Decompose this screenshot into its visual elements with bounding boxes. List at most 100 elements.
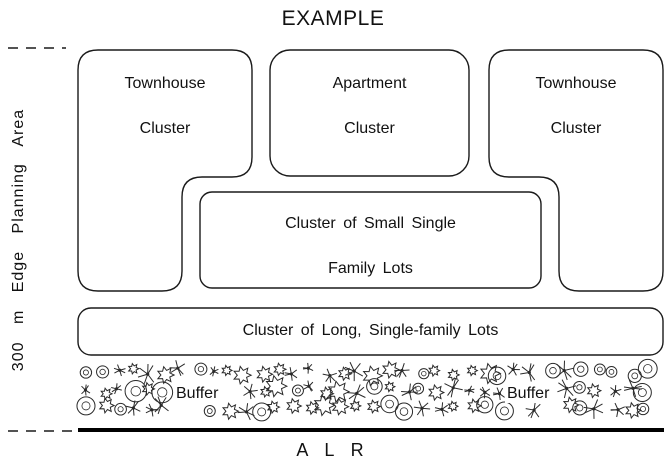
shrub-3 bbox=[96, 365, 110, 379]
shrub-96 bbox=[636, 402, 650, 416]
shrub-47 bbox=[349, 399, 362, 413]
shrub-54 bbox=[394, 363, 410, 378]
shrub-5 bbox=[98, 397, 116, 414]
townhouse-left-line1: Townhouse bbox=[124, 75, 206, 92]
small-single-family-label: Cluster of Small Single Family Lots bbox=[200, 214, 541, 279]
shrub-39 bbox=[322, 368, 337, 383]
buffer-label-right: Buffer bbox=[505, 385, 552, 403]
shrub-63 bbox=[447, 368, 461, 382]
edge-planning-area-label: 300 m Edge Planning Area bbox=[10, 108, 27, 372]
alr-label: A L R bbox=[296, 440, 370, 460]
shrub-71 bbox=[476, 396, 494, 414]
small-single-line1: Cluster of Small Single bbox=[285, 215, 456, 232]
long-single-family-label: Cluster of Long, Single-family Lots bbox=[78, 321, 663, 341]
shrub-33 bbox=[284, 367, 298, 381]
shrub-60 bbox=[428, 364, 441, 378]
shrub-90 bbox=[610, 402, 626, 418]
townhouse-right-line2: Cluster bbox=[550, 120, 602, 137]
shrub-88 bbox=[605, 365, 618, 378]
long-single-line1: Cluster of Long, Single-family Lots bbox=[242, 322, 499, 339]
shrub-10 bbox=[124, 379, 148, 403]
shrub-32 bbox=[266, 400, 281, 415]
shrub-38 bbox=[305, 400, 320, 416]
shrub-16 bbox=[151, 381, 174, 404]
shrub-36 bbox=[302, 362, 314, 374]
shrub-91 bbox=[627, 368, 642, 383]
shrub-14 bbox=[145, 403, 159, 417]
shrub-59 bbox=[413, 400, 431, 417]
shrub-85 bbox=[593, 363, 606, 376]
shrub-30 bbox=[273, 362, 288, 377]
long-single-family-cluster-shape bbox=[77, 307, 664, 356]
shrub-25 bbox=[243, 383, 258, 400]
shrub-49 bbox=[366, 378, 383, 395]
buffer-label-left: Buffer bbox=[174, 385, 221, 403]
shrub-77 bbox=[525, 401, 541, 419]
shrub-53 bbox=[380, 394, 399, 414]
shrub-74 bbox=[495, 401, 514, 421]
shrub-80 bbox=[557, 379, 577, 399]
shrub-19 bbox=[194, 362, 208, 376]
shrub-89 bbox=[610, 385, 622, 398]
shrub-20 bbox=[209, 366, 219, 377]
shrub-31 bbox=[265, 374, 289, 398]
shrub-2 bbox=[76, 396, 96, 416]
apartment-cluster-shape bbox=[269, 49, 470, 177]
shrub-8 bbox=[114, 402, 127, 416]
shrub-12 bbox=[137, 363, 155, 384]
shrub-46 bbox=[347, 384, 366, 403]
shrub-86 bbox=[586, 382, 603, 399]
shrub-48 bbox=[362, 365, 384, 387]
townhouse-cluster-left-label: Townhouse Cluster bbox=[78, 74, 252, 139]
townhouse-cluster-right-shape bbox=[488, 49, 664, 292]
shrub-67 bbox=[464, 385, 475, 396]
shrub-83 bbox=[573, 380, 586, 394]
shrub-81 bbox=[562, 396, 580, 414]
small-single-family-cluster-shape bbox=[199, 191, 542, 289]
shrub-69 bbox=[479, 362, 502, 385]
shrub-21 bbox=[203, 405, 216, 418]
shrub-24 bbox=[233, 365, 253, 386]
shrub-26 bbox=[237, 403, 255, 421]
shrub-17 bbox=[154, 396, 169, 415]
shrub-70 bbox=[479, 386, 491, 399]
shrub-55 bbox=[401, 383, 418, 401]
shrub-56 bbox=[394, 402, 414, 421]
shrub-34 bbox=[291, 384, 304, 397]
shrub-15 bbox=[156, 365, 176, 385]
shrub-13 bbox=[141, 381, 156, 397]
apartment-cluster-label: Apartment Cluster bbox=[270, 74, 469, 139]
townhouse-cluster-right-label: Townhouse Cluster bbox=[489, 74, 663, 139]
shrub-57 bbox=[418, 368, 430, 380]
shrub-51 bbox=[381, 360, 401, 380]
shrub-45 bbox=[344, 361, 364, 382]
shrub-27 bbox=[256, 365, 274, 384]
shrub-52 bbox=[384, 380, 397, 393]
shrub-35 bbox=[286, 397, 303, 415]
shrub-73 bbox=[492, 387, 505, 401]
shrub-66 bbox=[466, 364, 479, 377]
shrub-93 bbox=[624, 401, 643, 420]
shrub-61 bbox=[428, 383, 446, 402]
shrub-43 bbox=[327, 380, 351, 404]
shrub-4 bbox=[100, 387, 114, 401]
shrub-76 bbox=[520, 363, 536, 382]
shrub-28 bbox=[259, 385, 273, 399]
shrub-64 bbox=[444, 378, 463, 398]
townhouse-right-line1: Townhouse bbox=[535, 75, 617, 92]
shrub-1 bbox=[81, 384, 91, 396]
shrub-29 bbox=[252, 402, 272, 422]
shrub-0 bbox=[79, 366, 93, 379]
shrub-23 bbox=[221, 402, 240, 421]
shrub-75 bbox=[507, 362, 520, 376]
small-single-line2: Family Lots bbox=[328, 260, 413, 277]
townhouse-left-line2: Cluster bbox=[139, 120, 191, 137]
apartment-line2: Cluster bbox=[344, 120, 395, 137]
shrub-94 bbox=[637, 358, 658, 379]
shrub-87 bbox=[583, 399, 604, 419]
shrub-22 bbox=[221, 364, 234, 377]
shrub-7 bbox=[111, 383, 122, 395]
shrub-44 bbox=[331, 397, 350, 416]
townhouse-cluster-left-shape bbox=[77, 49, 253, 292]
